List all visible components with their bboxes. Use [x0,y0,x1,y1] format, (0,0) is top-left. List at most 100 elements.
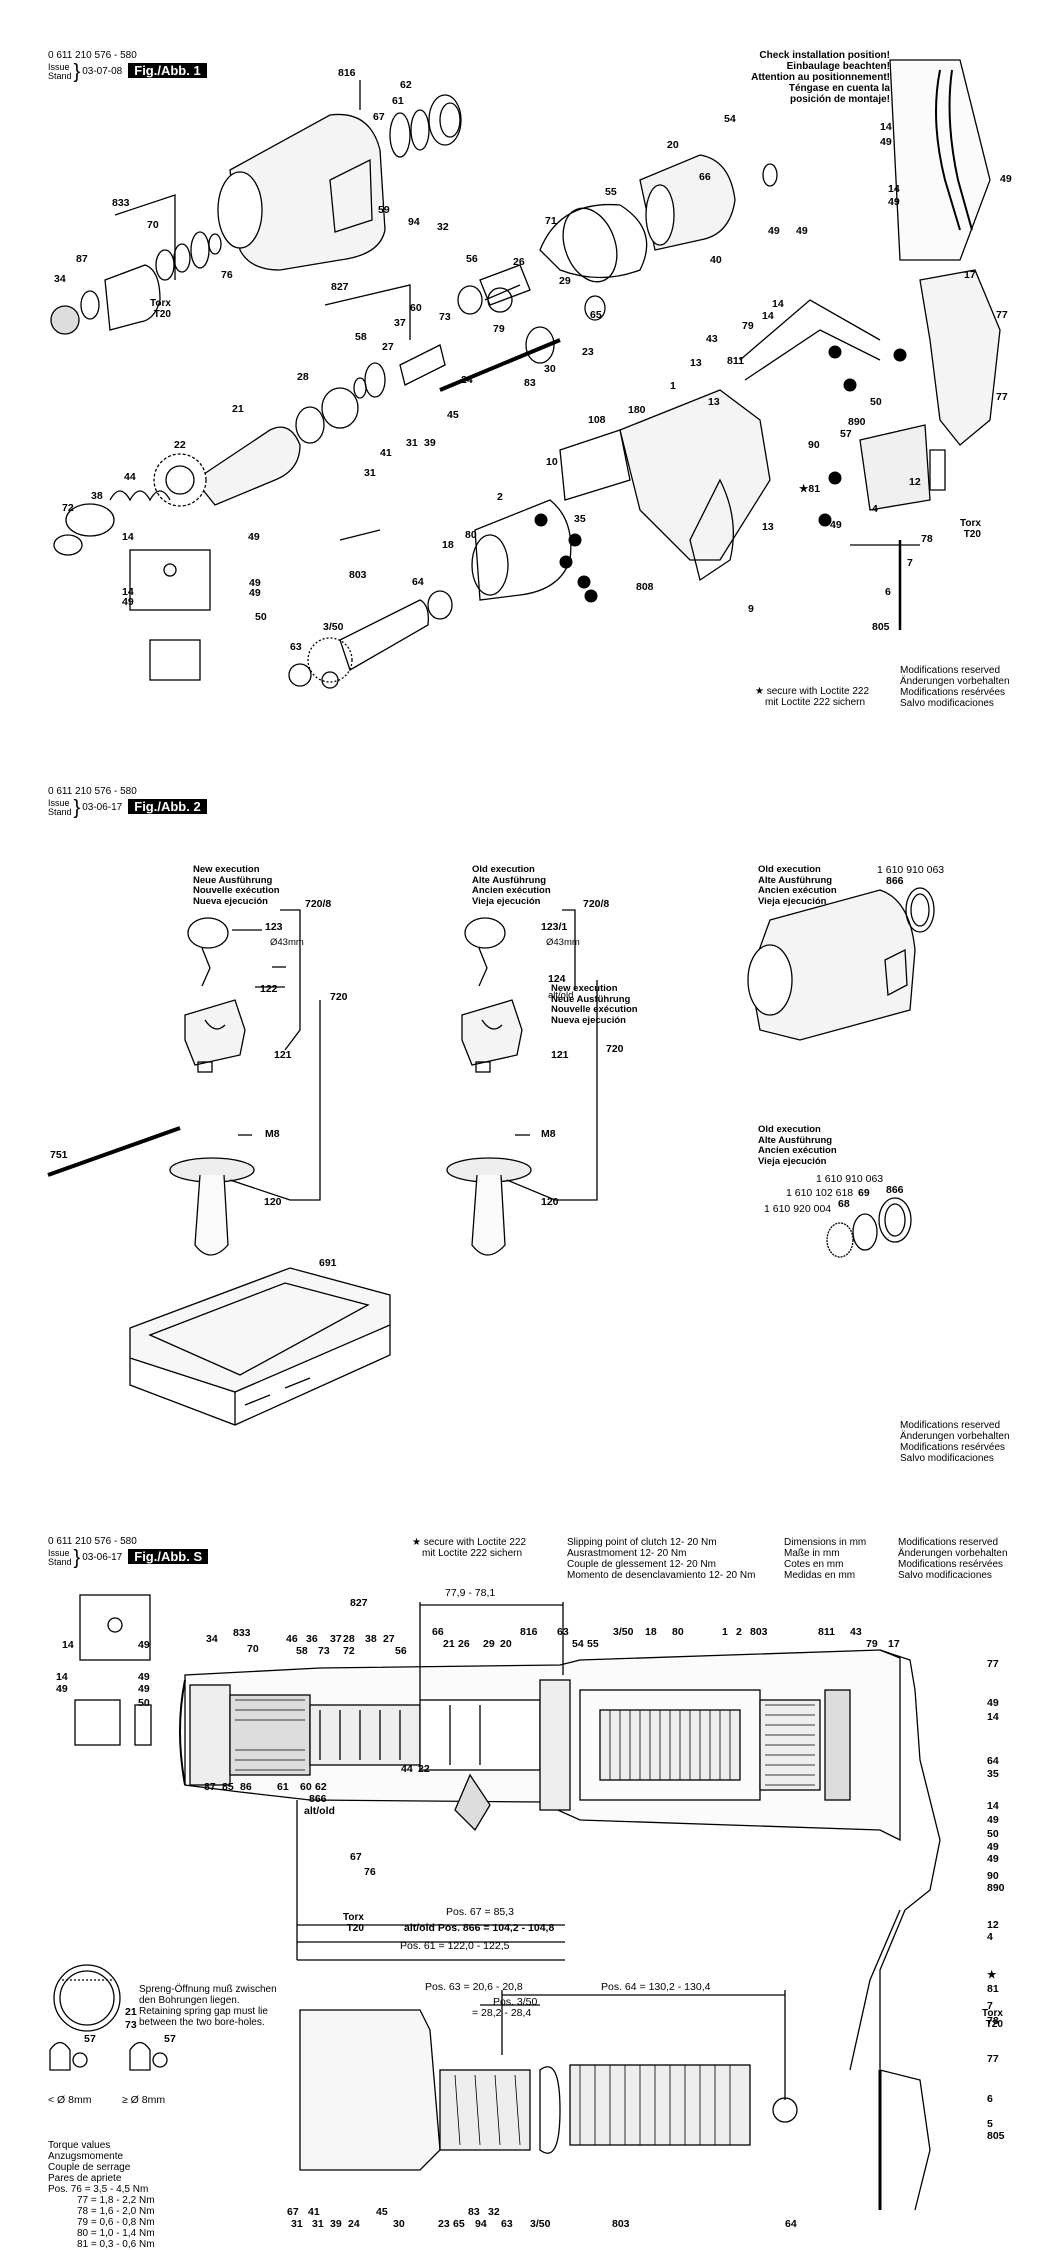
svg-text:32: 32 [437,221,449,233]
svg-text:14: 14 [62,1639,74,1651]
svg-text:77: 77 [987,1658,999,1670]
svg-text:37: 37 [394,317,406,329]
figure-badge: Fig./Abb. 2 [128,799,207,814]
svg-text:49: 49 [987,1697,999,1709]
svg-text:90: 90 [987,1870,999,1882]
callout-816: 816 [338,67,356,79]
svg-text:49: 49 [830,519,842,531]
svg-text:M8: M8 [265,1128,280,1140]
issue-date: 03-07-08 [82,66,123,77]
svg-text:43: 43 [706,333,718,345]
svg-text:27: 27 [383,1633,395,1645]
svg-text:811: 811 [818,1626,835,1638]
svg-text:23: 23 [438,2218,450,2229]
svg-text:85: 85 [222,1781,234,1793]
pos-866-label: alt/old Pos. 866 = 104,2 - 104,8 [404,1922,555,1934]
svg-text:14: 14 [122,586,134,598]
svg-text:6: 6 [987,2093,993,2105]
svg-text:32: 32 [488,2206,500,2218]
svg-text:13: 13 [762,521,774,533]
svg-text:31: 31 [312,2218,324,2229]
svg-text:43: 43 [850,1626,862,1638]
svg-text:3/50: 3/50 [323,621,344,633]
svg-text:49: 49 [249,587,261,599]
svg-text:827: 827 [331,281,349,293]
svg-text:44: 44 [401,1763,413,1775]
svg-text:★: ★ [987,1969,997,1981]
svg-text:21: 21 [443,1638,455,1650]
svg-text:78: 78 [921,533,933,545]
svg-text:80: 80 [465,529,477,541]
svg-text:76: 76 [364,1866,376,1878]
svg-text:54: 54 [724,113,736,125]
part-code-1: 1 610 910 063 [877,864,945,876]
svg-text:17: 17 [888,1638,900,1650]
svg-text:94: 94 [408,216,420,228]
figure-badge: Fig./Abb. 1 [128,63,207,78]
svg-text:866: 866 [886,875,904,887]
svg-text:49: 49 [1000,173,1012,185]
svg-text:14: 14 [987,1800,999,1812]
svg-text:45: 45 [447,409,459,421]
svg-text:14: 14 [122,531,134,543]
svg-text:76: 76 [221,269,233,281]
stand-label: Stand [48,807,72,817]
svg-text:720/8: 720/8 [583,898,609,910]
svg-text:751: 751 [50,1149,68,1161]
svg-text:866: 866 [886,1184,904,1196]
svg-text:79: 79 [866,1638,878,1650]
svg-text:20: 20 [500,1638,512,1650]
svg-text:7: 7 [987,2000,993,2012]
svg-text:70: 70 [247,1643,259,1655]
svg-text:49: 49 [987,1814,999,1826]
svg-text:123/1: 123/1 [541,921,567,933]
svg-text:44: 44 [124,471,136,483]
svg-text:86: 86 [240,1781,252,1793]
part-number: 0 611 210 576 - 580 [48,1536,137,1547]
svg-text:60: 60 [410,302,422,314]
svg-text:87: 87 [76,253,88,265]
svg-text:72: 72 [343,1645,355,1657]
svg-text:18: 18 [442,539,454,551]
svg-text:67: 67 [350,1851,362,1863]
svg-text:M8: M8 [541,1128,556,1140]
issue-label: Issue [48,1548,70,1558]
svg-text:122: 122 [260,983,278,995]
svg-text:62: 62 [315,1781,327,1793]
issue-label: Issue [48,798,70,808]
svg-text:2: 2 [497,491,503,503]
svg-text:28: 28 [343,1633,355,1645]
svg-text:12: 12 [987,1919,999,1931]
svg-text:49: 49 [248,531,260,543]
svg-text:803: 803 [750,1626,768,1638]
svg-text:14: 14 [880,121,892,133]
svg-text:6: 6 [885,586,891,598]
svg-text:4: 4 [872,503,878,515]
svg-text:1: 1 [670,380,676,392]
svg-text:39: 39 [330,2218,342,2229]
figure-badge: Fig./Abb. S [128,1549,209,1564]
svg-text:49: 49 [56,1683,68,1695]
svg-text:3/50: 3/50 [530,2218,551,2229]
svg-text:13: 13 [690,357,702,369]
svg-text:31: 31 [364,467,376,479]
svg-text:808: 808 [636,581,654,593]
svg-text:30: 30 [544,363,556,375]
svg-text:49: 49 [138,1683,150,1695]
svg-text:73: 73 [125,2019,137,2031]
svg-text:71: 71 [545,215,557,227]
svg-text:63: 63 [501,2218,513,2229]
svg-text:26: 26 [513,256,525,268]
svg-text:79: 79 [493,323,505,335]
svg-text:35: 35 [987,1768,999,1780]
pos-64-label: Pos. 64 = 130,2 - 130,4 [601,1981,711,1993]
